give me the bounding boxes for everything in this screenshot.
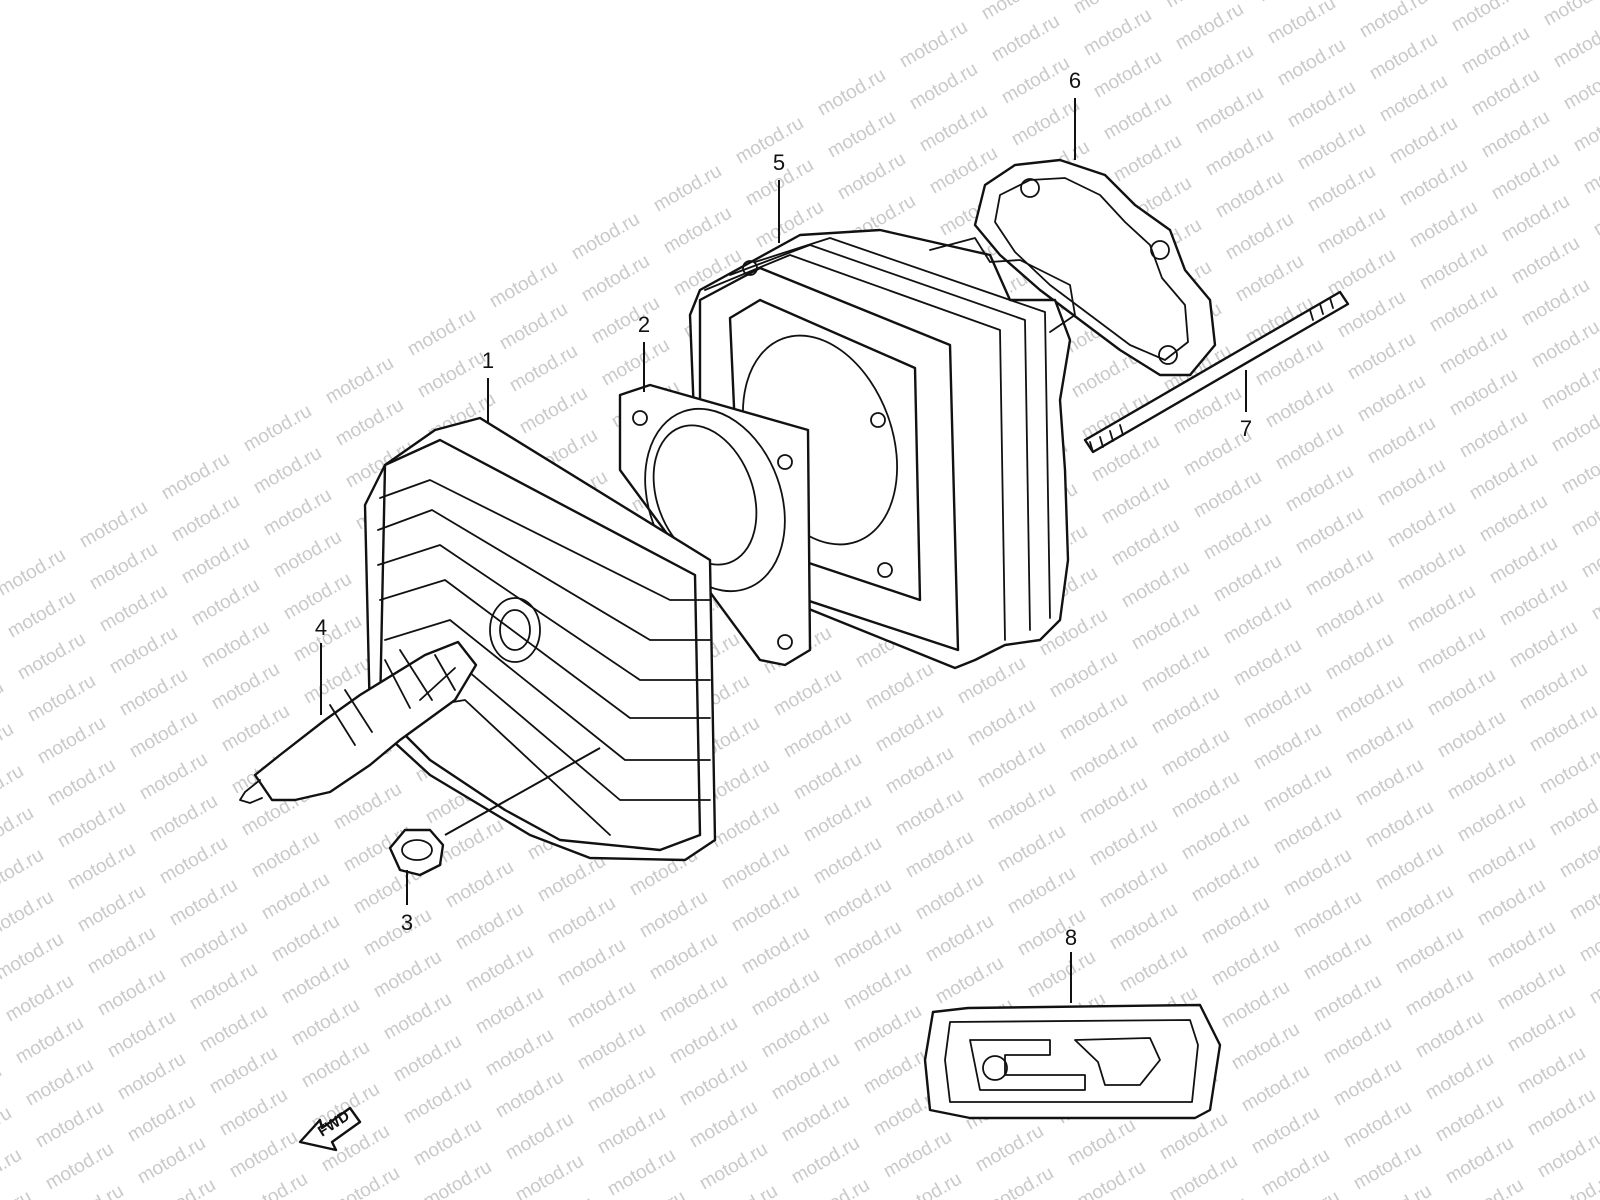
callout-4: 4: [315, 615, 327, 640]
callout-3: 3: [401, 910, 413, 935]
callout-2: 2: [638, 312, 650, 337]
spark-plug: [239, 640, 478, 804]
callout-1: 1: [482, 348, 494, 373]
watermark-text: motod.ru: [1528, 317, 1600, 373]
callout-6: 6: [1069, 68, 1081, 93]
cylinder-head: [363, 416, 717, 862]
callout-5: 5: [773, 150, 785, 175]
watermark-text: motod.ru: [1534, 1127, 1600, 1183]
forward-arrow-icon: [298, 1106, 362, 1152]
head-gasket: [618, 383, 812, 667]
watermark-text: motod.ru: [0, 1187, 35, 1200]
callouts: 1 2 3 4 5 6 7 8: [315, 68, 1252, 950]
callout-8: 8: [1065, 925, 1077, 950]
head-nut: [388, 747, 601, 877]
watermark-text: motod.ru: [1258, 1145, 1333, 1200]
base-gasket: [973, 158, 1217, 377]
watermark-text: motod.ru: [1540, 0, 1600, 30]
callout-leaders: [320, 98, 1247, 1003]
watermark-text: motod.ru: [1526, 701, 1600, 757]
gasket-set: [923, 1003, 1222, 1120]
watermark-text: motod.ru: [604, 1145, 679, 1200]
stud-bolt: [1083, 290, 1350, 454]
callout-7: 7: [1240, 416, 1252, 441]
